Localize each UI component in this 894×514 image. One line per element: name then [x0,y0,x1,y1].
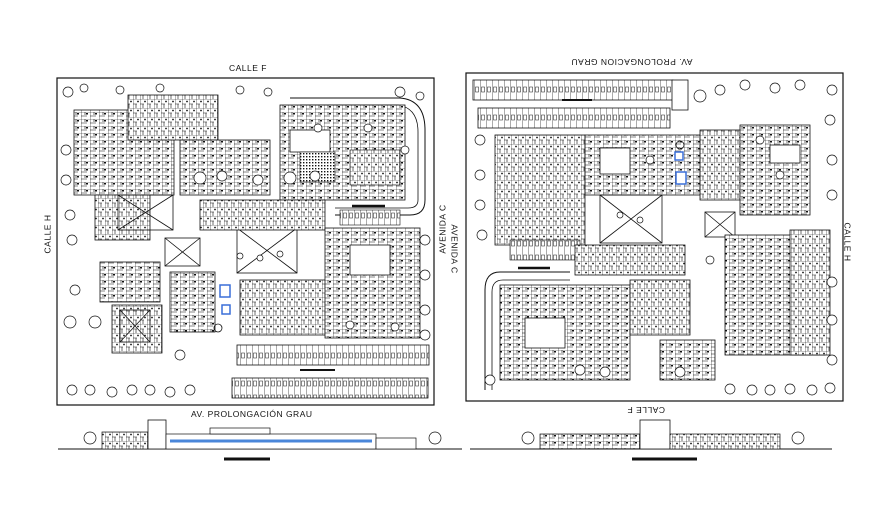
right-elevation [470,419,832,461]
left-site-boundary [56,77,435,406]
right-street-right-label: CALLE H [842,222,853,262]
left-block-wing [99,261,161,303]
right-block-west [494,134,586,246]
left-pool [219,284,231,298]
left-trees [60,83,431,398]
right-trees [474,79,838,396]
left-street-right-label: AVENIDA C [437,204,448,254]
right-street-top-label: AV. PROLONGACION GRAU [571,57,693,67]
right-court-3 [704,211,736,238]
left-elevation [58,419,462,461]
left-block-north [127,94,219,141]
left-court-2 [164,237,201,267]
left-court-4 [119,309,151,343]
left-block-north2 [179,139,271,196]
left-block-sw [111,304,163,354]
left-street-left-label: CALLE H [42,214,53,254]
right-street-bottom-label: CALLE F [627,405,665,415]
left-street-top-label: CALLE F [229,63,267,73]
right-street-left-label: AVENIDA C [449,224,460,274]
right-pool [675,171,687,185]
left-block-west [94,194,151,241]
right-court-1 [599,194,663,244]
right-driveway [484,271,570,390]
left-driveway [290,97,426,216]
left-court-1 [117,194,174,231]
left-block-east [324,227,421,339]
left-court-3 [236,227,298,274]
left-core [199,199,326,231]
left-plan [56,77,435,406]
right-site-boundary [465,72,844,402]
right-block-ne [739,124,811,216]
left-south-wing [236,344,430,366]
right-plan [465,72,844,402]
right-north-wing [472,79,674,101]
left-street-bottom-label: AV. PROLONGACIÓN GRAU [191,409,313,419]
